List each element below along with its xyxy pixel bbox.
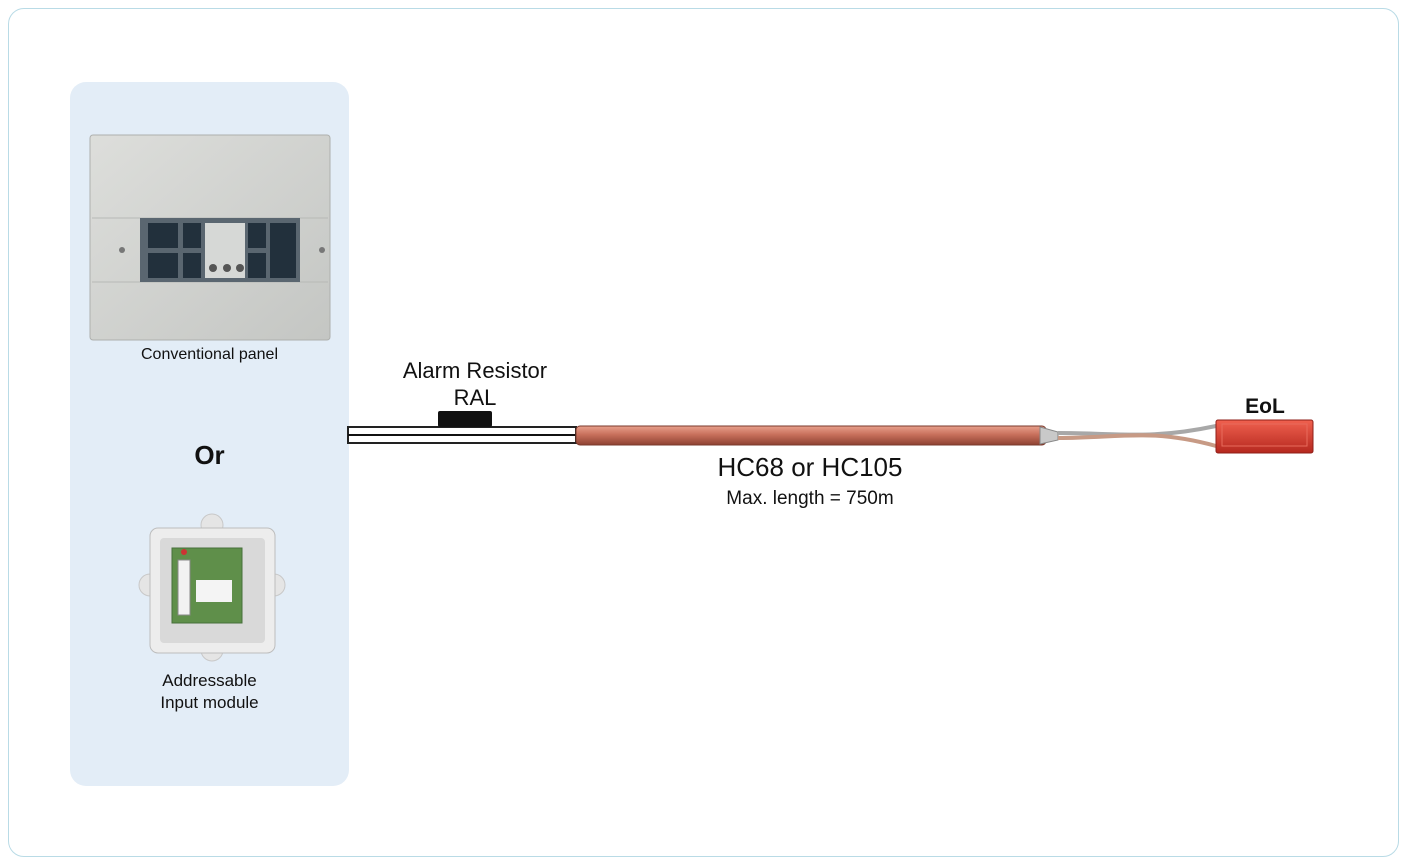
addressable-label-line2: Input module [160, 693, 259, 712]
conventional-panel-icon [89, 134, 331, 341]
lead-wire [347, 426, 577, 444]
addressable-module-icon [138, 513, 286, 662]
eol-label: EoL [1245, 395, 1285, 418]
alarm-resistor-title: Alarm Resistor [402, 358, 548, 383]
conventional-panel-label: Conventional panel [141, 346, 278, 363]
addressable-label-line1: Addressable [162, 671, 257, 690]
eol-unit [1215, 419, 1314, 454]
cable-models: HC68 or HC105 [717, 452, 903, 482]
alarm-resistor-code: RAL [453, 385, 497, 410]
cable-max-length: Max. length = 750m [726, 488, 894, 509]
alarm-resistor [438, 411, 492, 427]
cable-cores [1057, 424, 1217, 448]
linear-heat-cable [575, 425, 1059, 446]
addressable-module-label: Addressable Input module [70, 670, 349, 714]
or-separator: Or [194, 440, 225, 470]
